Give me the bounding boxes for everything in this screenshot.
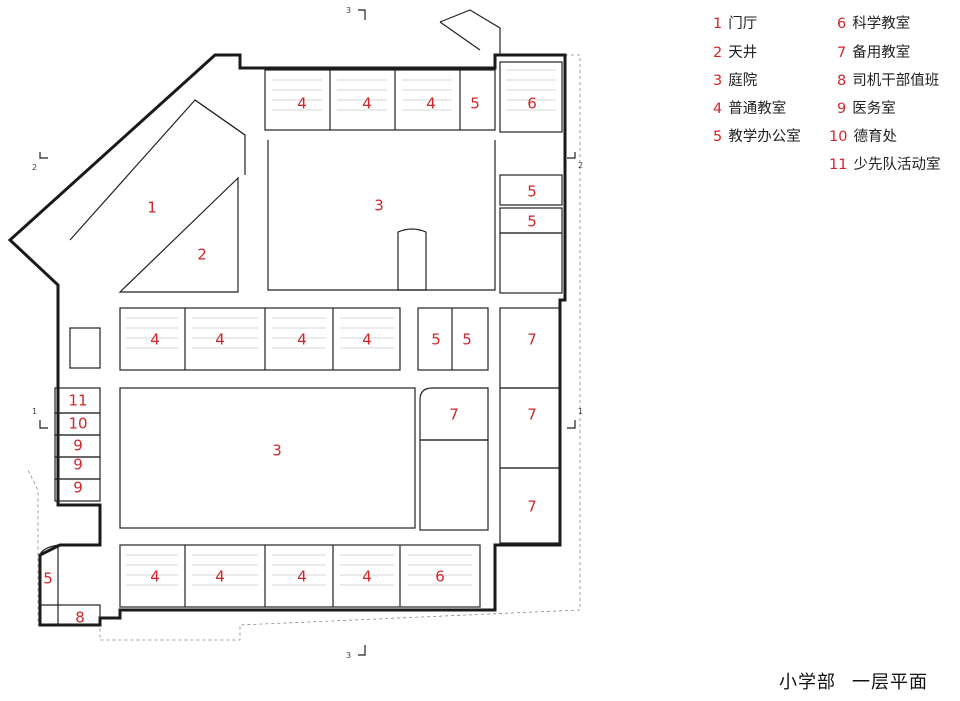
svg-text:2: 2: [578, 161, 583, 170]
middle-class-block: [119, 307, 401, 371]
room-label: 4: [215, 568, 225, 586]
svg-text:3: 3: [346, 6, 351, 15]
bottom-class-block: [119, 544, 481, 608]
lobby-diagonal-wall: [69, 99, 246, 293]
svg-text:1: 1: [578, 407, 583, 416]
room-label: 5: [43, 570, 53, 588]
room-label: 4: [297, 331, 307, 349]
room-label: 4: [297, 95, 307, 113]
courtyard-lower-edge: [119, 387, 416, 529]
section-mark-3-top: 3: [346, 6, 366, 20]
room-labels: 1 2 3 3 4 4 4 5 6 5 5 4 4 4 4 5 5 7 7 7 …: [43, 95, 537, 627]
plan-title: 小学部一层平面: [779, 668, 928, 694]
svg-text:1: 1: [32, 407, 37, 416]
section-mark-2-right: 2: [567, 152, 583, 170]
room-label: 4: [426, 95, 436, 113]
section-mark-2-left: 2: [32, 152, 48, 172]
room-label: 10: [68, 415, 87, 433]
room-label: 4: [362, 95, 372, 113]
room-label: 8: [75, 609, 85, 627]
title-part-school: 小学部: [779, 672, 836, 693]
room-label: 7: [527, 498, 537, 516]
room-label: 4: [362, 568, 372, 586]
title-part-floor: 一层平面: [852, 672, 928, 693]
room-label: 6: [435, 568, 445, 586]
room-label: 3: [272, 442, 282, 460]
room-label: 7: [527, 331, 537, 349]
top-class-block: [264, 69, 496, 131]
outer-wall: [7, 53, 567, 627]
room-label: 11: [68, 392, 87, 410]
desk-pattern: [126, 69, 556, 586]
courtyard-upper-edge: [267, 140, 496, 291]
svg-text:2: 2: [32, 163, 37, 172]
room-label: 4: [297, 568, 307, 586]
svg-text:3: 3: [346, 651, 351, 660]
room-label: 5: [470, 95, 480, 113]
room-label: 4: [215, 331, 225, 349]
room-label: 4: [362, 331, 372, 349]
room-label: 5: [431, 331, 441, 349]
room-label: 9: [73, 437, 83, 455]
room-label: 2: [197, 246, 207, 264]
room-label: 7: [449, 406, 459, 424]
section-mark-1-right: 1: [567, 407, 583, 429]
room-label: 1: [147, 199, 157, 217]
room-label: 9: [73, 479, 83, 497]
room-label: 4: [150, 331, 160, 349]
room-label: 7: [527, 406, 537, 424]
room-label: 5: [527, 213, 537, 231]
entrance-canopy: [439, 9, 501, 55]
lobby-wall: [194, 99, 246, 175]
room-label: 5: [527, 183, 537, 201]
room-label: 5: [462, 331, 472, 349]
room-label: 6: [527, 95, 537, 113]
section-mark-1-left: 1: [32, 407, 48, 429]
room-label: 9: [73, 456, 83, 474]
room-label: 4: [150, 568, 160, 586]
room-label: 3: [374, 197, 384, 215]
section-mark-3-bottom: 3: [346, 645, 366, 660]
